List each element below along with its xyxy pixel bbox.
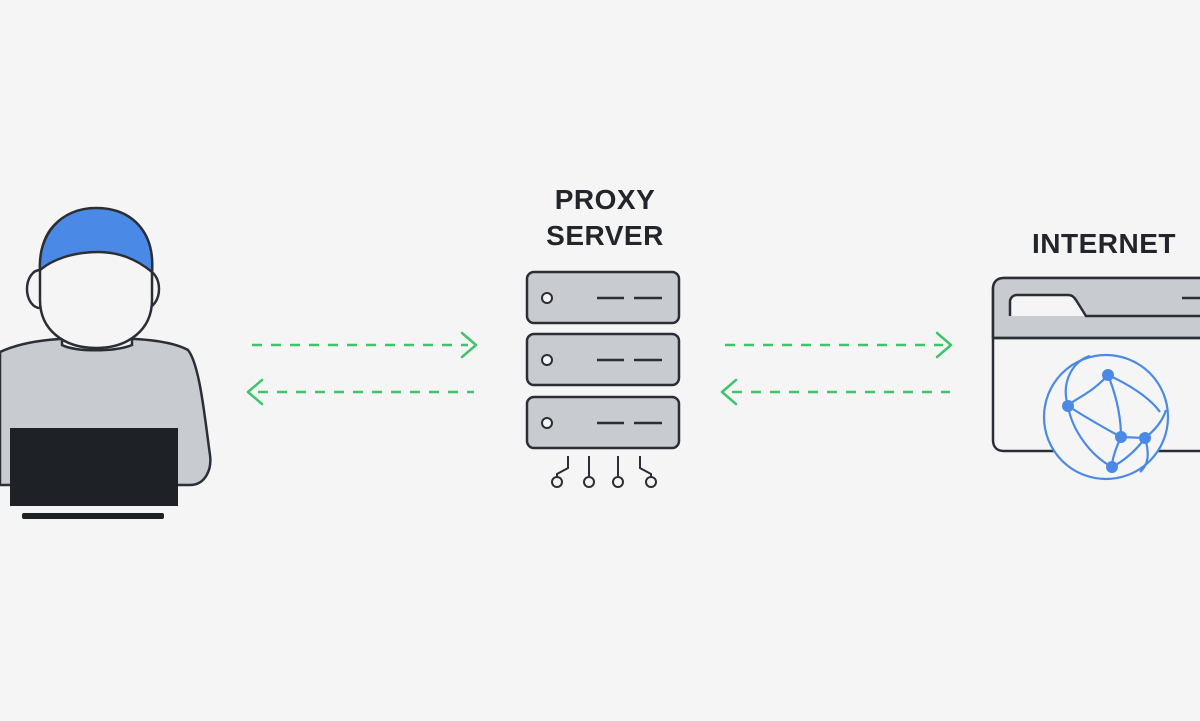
user-at-laptop-icon bbox=[0, 206, 212, 519]
server-rack-icon bbox=[525, 270, 681, 488]
server-unit bbox=[525, 270, 681, 325]
server-connectors bbox=[551, 456, 657, 488]
server-unit bbox=[525, 332, 681, 387]
internet-label: INTERNET bbox=[1032, 228, 1176, 259]
browser-toolbar bbox=[991, 276, 1200, 340]
proxy-server-label: PROXY SERVER bbox=[500, 182, 710, 254]
globe-icon bbox=[1042, 353, 1170, 481]
laptop-screen bbox=[10, 428, 178, 506]
user-hair bbox=[38, 206, 154, 275]
server-unit bbox=[525, 395, 681, 450]
dashed-arrow-icon bbox=[725, 331, 953, 359]
dashed-arrow-icon bbox=[720, 378, 950, 406]
proxy-label-line1: PROXY bbox=[554, 184, 656, 215]
dashed-arrow-icon bbox=[246, 378, 474, 406]
browser-window-globe-icon bbox=[991, 276, 1200, 481]
proxy-label-line2: SERVER bbox=[546, 220, 664, 251]
browser-tab bbox=[1008, 293, 1200, 318]
dashed-arrow-icon bbox=[252, 331, 478, 359]
laptop-base bbox=[22, 513, 164, 519]
